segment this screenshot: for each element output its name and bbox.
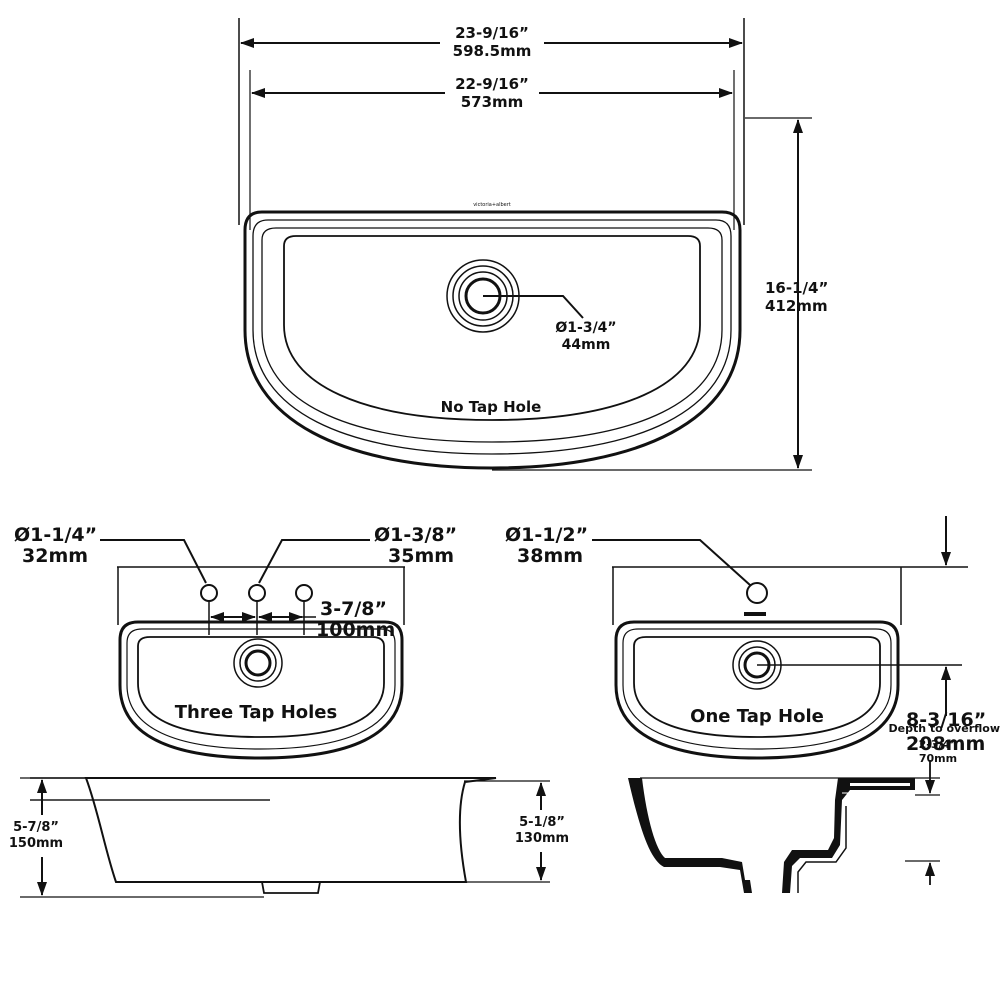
inner-width-inches: 22-9/16”: [455, 75, 529, 93]
single-hole-diameter-inches: Ø1-1/2”: [505, 524, 588, 546]
overall-height-inches: 5-7/8”: [13, 820, 59, 835]
overall-width-mm: 598.5mm: [453, 42, 532, 60]
waste-offset-mm: 208mm: [906, 733, 985, 755]
inner-width-mm: 573mm: [461, 93, 524, 111]
side-profile: [84, 777, 497, 883]
single-hole-diameter-mm: 38mm: [517, 545, 583, 567]
mid-hole-diameter-inches: Ø1-3/8”: [374, 524, 457, 546]
three-tap-view: Ø1-1/4” 32mm Ø1-3/8” 35mm 3-7/8” 100mm T…: [14, 524, 457, 760]
variant-label-three-tap-holes: Three Tap Holes: [175, 702, 337, 723]
basin-outer-rim: [243, 210, 742, 470]
overflow-depth-mm: 70mm: [919, 752, 957, 765]
left-tap-hole: [200, 584, 218, 602]
one-tap-basin-rim: [614, 620, 900, 760]
waste-diameter-mm: 44mm: [562, 337, 611, 353]
brand-mark: victoria+albert: [473, 202, 511, 208]
bowl-depth-inches: 5-1/8”: [519, 815, 565, 830]
middle-tap-hole: [248, 584, 266, 602]
left-hole-diameter-inches: Ø1-1/4”: [14, 524, 97, 546]
section-view: Depth to overflow 2-3/4” 70mm: [628, 722, 1000, 893]
waste-offset-inches: 8-3/16”: [906, 709, 986, 731]
bowl-depth-mm: 130mm: [515, 831, 569, 846]
overall-width-dimension: 23-9/16” 598.5mm: [240, 22, 743, 62]
left-hole-diameter-mm: 32mm: [22, 545, 88, 567]
depth-dimension: 16-1/4” 412mm: [492, 117, 828, 471]
mid-hole-diameter-mm: 35mm: [388, 545, 454, 567]
one-tap-view: Ø1-1/2” 38mm 8-3/16” 208mm One Tap Hole: [505, 516, 986, 760]
right-tap-hole: [295, 584, 313, 602]
inner-width-dimension: 22-9/16” 573mm: [251, 73, 733, 113]
tap-spacing-inches: 3-7/8”: [320, 598, 387, 620]
side-elevation: 5-7/8” 150mm 5-1/8” 130mm: [4, 777, 574, 898]
top-view: 23-9/16” 598.5mm 22-9/16” 573mm 16-1/4” …: [238, 18, 828, 471]
tap-spacing-mm: 100mm: [316, 619, 395, 641]
single-tap-hole: [746, 582, 768, 604]
overall-height-mm: 150mm: [9, 836, 63, 851]
variant-label-one-tap-hole: One Tap Hole: [690, 706, 824, 727]
basin-bowl: [283, 235, 701, 421]
depth-mm: 412mm: [765, 297, 828, 315]
overflow-depth-inches: 2-3/4”: [919, 738, 958, 751]
depth-inches: 16-1/4”: [765, 279, 828, 297]
section-left-wall: [628, 778, 752, 893]
variant-label-no-tap-hole: No Tap Hole: [441, 398, 542, 416]
three-tap-basin-rim: [118, 620, 404, 760]
section-right-wall: [782, 778, 915, 893]
waste-diameter-inches: Ø1-3/4”: [555, 320, 616, 336]
overflow-depth-title: Depth to overflow: [888, 722, 1000, 735]
overall-width-inches: 23-9/16”: [455, 24, 529, 42]
